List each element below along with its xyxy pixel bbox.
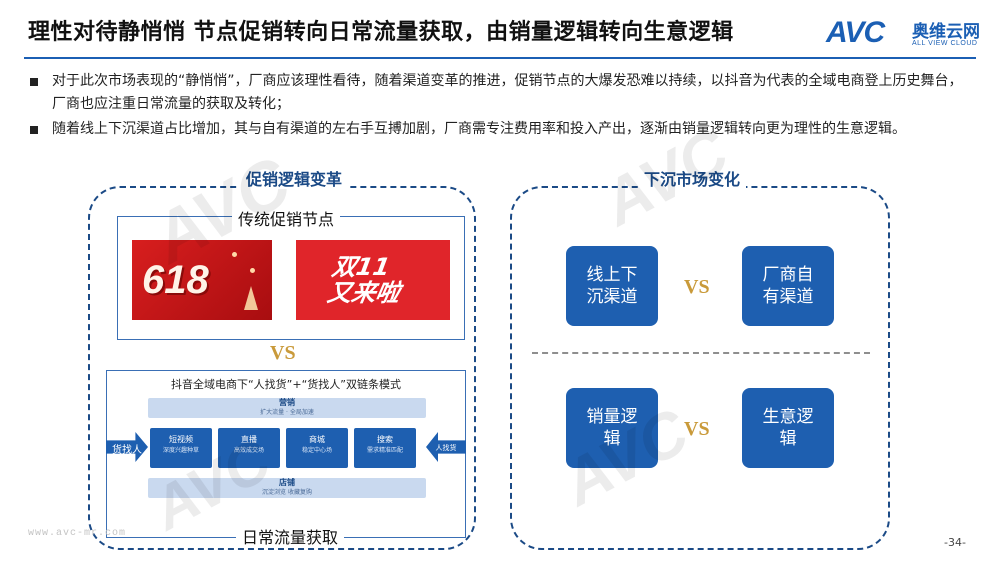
diagram-box-mall: 商城 稳定中心场 <box>286 428 348 468</box>
tile-text: 生意逻辑 <box>762 407 814 449</box>
diagram-box-sub: 稳定中心场 <box>301 447 332 454</box>
diagram-box-title: 商城 <box>309 435 325 444</box>
diagram-title: 抖音全域电商下“人找货”+“货找人”双链条模式 <box>170 378 401 391</box>
square-bullet-icon <box>30 126 38 134</box>
promo-double11-image: 双11 又来啦 <box>296 240 450 320</box>
vs-label: VS <box>270 342 296 364</box>
diagram-box-sub: 高效成交场 <box>233 447 264 454</box>
arrow-label: 货找人 <box>112 445 142 456</box>
avc-logo: AVC 奥维云网 ALL VIEW CLOUD <box>826 14 986 54</box>
traditional-promotion-label: 传统促销节点 <box>232 206 341 230</box>
logo-english-name: ALL VIEW CLOUD <box>912 40 978 47</box>
diagram-box-sub: 深度兴趣种草 <box>162 447 199 454</box>
marketing-band-sub: 扩大流量 · 全局加速 <box>260 409 314 416</box>
tile-text: 线上下沉渠道 <box>586 265 638 307</box>
store-band: 店铺 沉淀浏览 收藏复购 <box>148 478 426 498</box>
bullet-item: 随着线上下沉渠道占比增加，其与自有渠道的左右手互搏加剧，厂商需专注费用率和投入产… <box>30 118 970 141</box>
title-divider <box>24 57 976 59</box>
logo-mark: AVC <box>826 16 885 49</box>
diagram-box-sub: 需求精准匹配 <box>366 447 403 454</box>
dashed-divider <box>532 352 870 354</box>
people-find-goods-arrow: 人找货 <box>426 432 466 462</box>
page-number: -34- <box>944 536 966 549</box>
arrow-label: 人找货 <box>435 444 457 452</box>
promo-double11-text: 双11 又来啦 <box>325 253 406 307</box>
sparkle-icon <box>250 268 255 273</box>
business-logic-tile: 生意逻辑 <box>742 388 834 468</box>
logo-chinese-name: 奥维云网 <box>912 22 980 42</box>
marketing-band-label: 营销 <box>279 398 295 407</box>
tile-text: 厂商自有渠道 <box>762 265 814 307</box>
promo-618-image: 618 <box>132 240 272 320</box>
diagram-box-title: 搜索 <box>377 435 393 444</box>
store-band-label: 店铺 <box>279 478 295 487</box>
goods-find-people-arrow: 货找人 <box>106 432 148 462</box>
sales-volume-logic-tile: 销量逻辑 <box>566 388 658 468</box>
website-url: www.avc-mr.com <box>28 528 127 539</box>
diagram-box-title: 直播 <box>241 435 257 444</box>
bullet-item: 对于此次市场表现的“静悄悄”，厂商应该理性看待，随着渠道变革的推进，促销节点的大… <box>30 70 970 116</box>
diagram-box-live: 直播 高效成交场 <box>218 428 280 468</box>
promo-double11-line: 又来啦 <box>325 279 403 307</box>
own-channel-tile: 厂商自有渠道 <box>742 246 834 326</box>
lower-tier-market-panel <box>510 186 890 550</box>
promotion-logic-title: 促销逻辑变革 <box>240 166 349 190</box>
bullet-text: 随着线上下沉渠道占比增加，其与自有渠道的左右手互搏加剧，厂商需专注费用率和投入产… <box>52 121 906 137</box>
vs-label: VS <box>684 276 710 298</box>
sparkle-icon <box>232 252 237 257</box>
promo-618-text: 618 <box>142 258 209 302</box>
store-band-sub: 沉淀浏览 收藏复购 <box>262 489 312 496</box>
promo-double11-line: 双11 <box>329 253 393 281</box>
daily-traffic-label: 日常流量获取 <box>236 524 345 548</box>
lower-tier-market-title: 下沉市场变化 <box>638 166 747 190</box>
diagram-box-search: 搜索 需求精准匹配 <box>354 428 416 468</box>
tree-decoration-icon <box>244 286 258 310</box>
bullet-text: 对于此次市场表现的“静悄悄”，厂商应该理性看待，随着渠道变革的推进，促销节点的大… <box>52 73 963 112</box>
diagram-box-title: 短视频 <box>169 435 193 444</box>
diagram-box-short-video: 短视频 深度兴趣种草 <box>150 428 212 468</box>
marketing-band: 营销 扩大流量 · 全局加速 <box>148 398 426 418</box>
square-bullet-icon <box>30 78 38 86</box>
page-title: 理性对待静悄悄 节点促销转向日常流量获取，由销量逻辑转向生意逻辑 <box>28 20 734 45</box>
vs-label: VS <box>684 418 710 440</box>
online-lower-tier-channel-tile: 线上下沉渠道 <box>566 246 658 326</box>
tile-text: 销量逻辑 <box>586 407 638 449</box>
bullet-list: 对于此次市场表现的“静悄悄”，厂商应该理性看待，随着渠道变革的推进，促销节点的大… <box>30 70 970 143</box>
